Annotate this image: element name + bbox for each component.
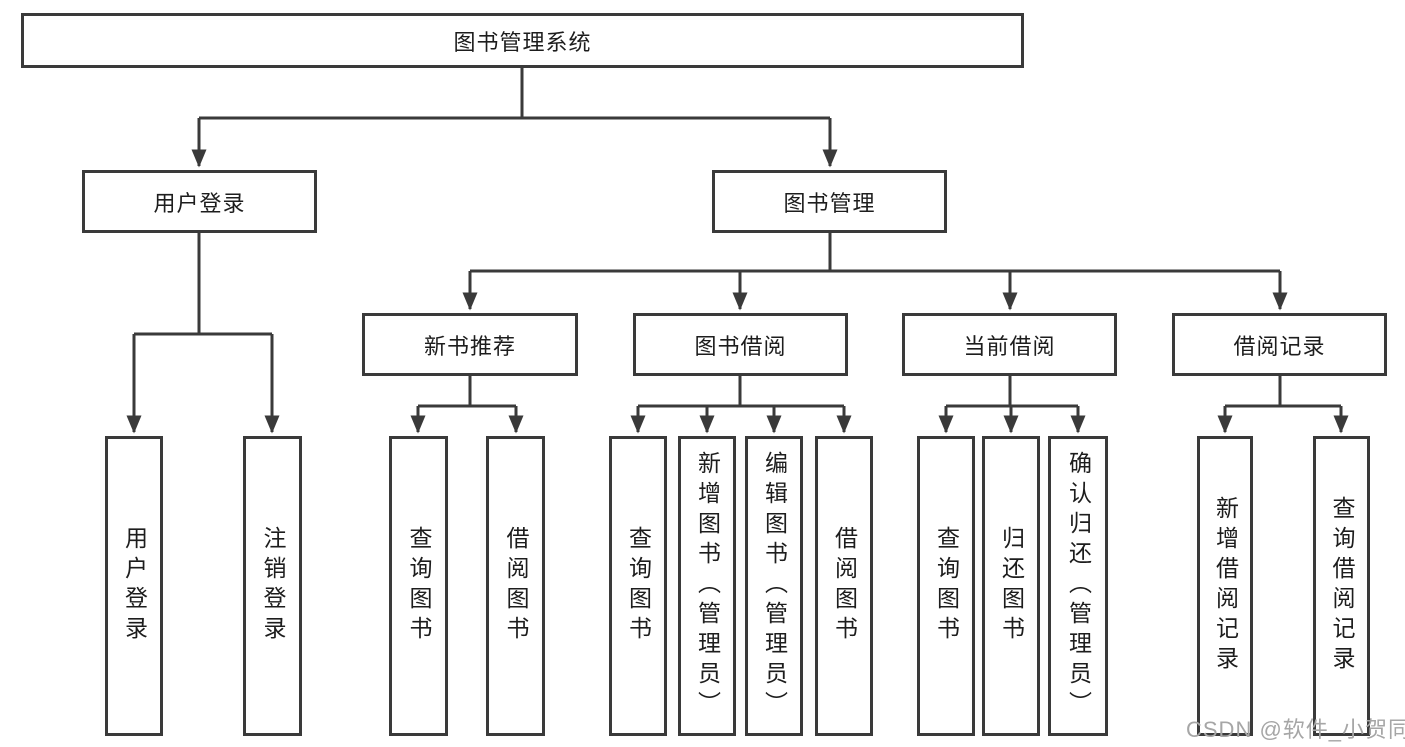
- leaf-bb-edit-books-admin: 编辑图书（管理员）: [745, 436, 803, 736]
- leaf-cb-query-books-label: 查询图书: [933, 526, 960, 646]
- node-root-system: 图书管理系统: [21, 13, 1024, 68]
- leaf-br-add-record: 新增借阅记录: [1197, 436, 1253, 736]
- node-current-borrowing-label: 当前借阅: [963, 333, 1056, 359]
- node-current-borrowing: 当前借阅: [902, 313, 1117, 376]
- node-user-login-module-label: 用户登录: [153, 190, 246, 216]
- leaf-bb-edit-books-admin-label: 编辑图书（管理员）: [761, 451, 788, 721]
- leaf-nb-borrow-books: 借阅图书: [486, 436, 545, 736]
- leaf-cb-query-books: 查询图书: [917, 436, 975, 736]
- leaf-bb-add-books-admin-label: 新增图书（管理员）: [694, 451, 721, 721]
- leaf-cb-return-books-label: 归还图书: [998, 526, 1025, 646]
- node-book-borrowing-label: 图书借阅: [694, 333, 787, 359]
- leaf-nb-query-books-label: 查询图书: [406, 526, 432, 646]
- leaf-nb-borrow-books-label: 借阅图书: [503, 526, 529, 646]
- leaf-bb-query-books: 查询图书: [609, 436, 667, 736]
- leaf-nb-query-books: 查询图书: [389, 436, 448, 736]
- leaf-bb-query-books-label: 查询图书: [625, 526, 652, 646]
- leaf-br-query-record-label: 查询借阅记录: [1329, 496, 1355, 676]
- leaf-user-login-label: 用户登录: [121, 526, 148, 646]
- node-book-management-module-label: 图书管理: [783, 190, 876, 216]
- node-book-management-module: 图书管理: [712, 170, 947, 233]
- leaf-bb-borrow-books: 借阅图书: [815, 436, 873, 736]
- leaf-bb-add-books-admin: 新增图书（管理员）: [678, 436, 736, 736]
- node-new-book-recommend-label: 新书推荐: [423, 333, 516, 359]
- leaf-cb-confirm-return-admin: 确认归还（管理员）: [1048, 436, 1108, 736]
- csdn-watermark: CSDN @软件_小贺同学: [1186, 717, 1405, 742]
- leaf-user-login: 用户登录: [105, 436, 163, 736]
- leaf-logout-label: 注销登录: [260, 526, 286, 646]
- leaf-br-query-record: 查询借阅记录: [1313, 436, 1370, 736]
- node-new-book-recommend: 新书推荐: [362, 313, 578, 376]
- leaf-bb-borrow-books-label: 借阅图书: [831, 526, 858, 646]
- leaf-br-add-record-label: 新增借阅记录: [1212, 496, 1239, 676]
- leaf-cb-return-books: 归还图书: [982, 436, 1040, 736]
- leaf-cb-confirm-return-admin-label: 确认归还（管理员）: [1065, 451, 1092, 721]
- leaf-logout: 注销登录: [243, 436, 302, 736]
- node-borrowing-records: 借阅记录: [1172, 313, 1387, 376]
- node-user-login-module: 用户登录: [82, 170, 317, 233]
- node-root-system-label: 图书管理系统: [453, 29, 592, 55]
- node-book-borrowing: 图书借阅: [633, 313, 848, 376]
- node-borrowing-records-label: 借阅记录: [1233, 333, 1326, 359]
